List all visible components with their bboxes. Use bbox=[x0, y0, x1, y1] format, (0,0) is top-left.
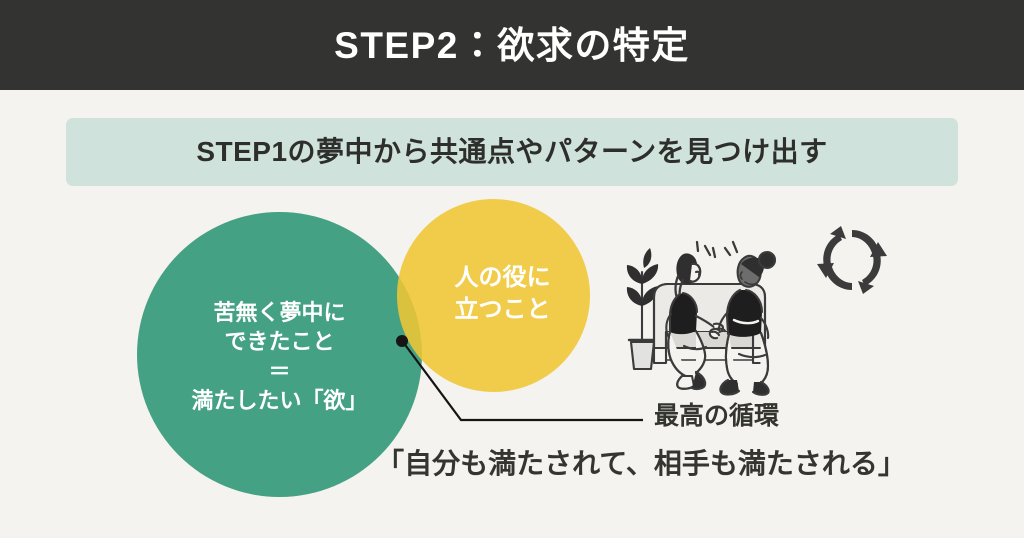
callout-title: 最高の循環 bbox=[654, 402, 780, 430]
venn-circle-right: 人の役に 立つこと bbox=[397, 199, 590, 392]
two-women-conversation-illustration bbox=[626, 240, 777, 396]
cycle-arrows-icon bbox=[817, 226, 887, 294]
callout-quote: 「自分も満たされて、相手も満たされる」 bbox=[376, 448, 906, 479]
header-bar: STEP2：欲求の特定 bbox=[0, 0, 1024, 90]
venn-circle-left: 苦無く夢中に できたこと ＝ 満たしたい「欲」 bbox=[137, 212, 422, 497]
page-title: STEP2：欲求の特定 bbox=[334, 24, 690, 66]
subtitle-text: STEP1の夢中から共通点やパターンを見つけ出す bbox=[196, 136, 828, 167]
venn-circle-left-label: 苦無く夢中に できたこと ＝ 満たしたい「欲」 bbox=[191, 300, 368, 413]
venn-circle-right-label: 人の役に 立つこと bbox=[454, 263, 551, 323]
subtitle-banner: STEP1の夢中から共通点やパターンを見つけ出す bbox=[66, 118, 958, 186]
